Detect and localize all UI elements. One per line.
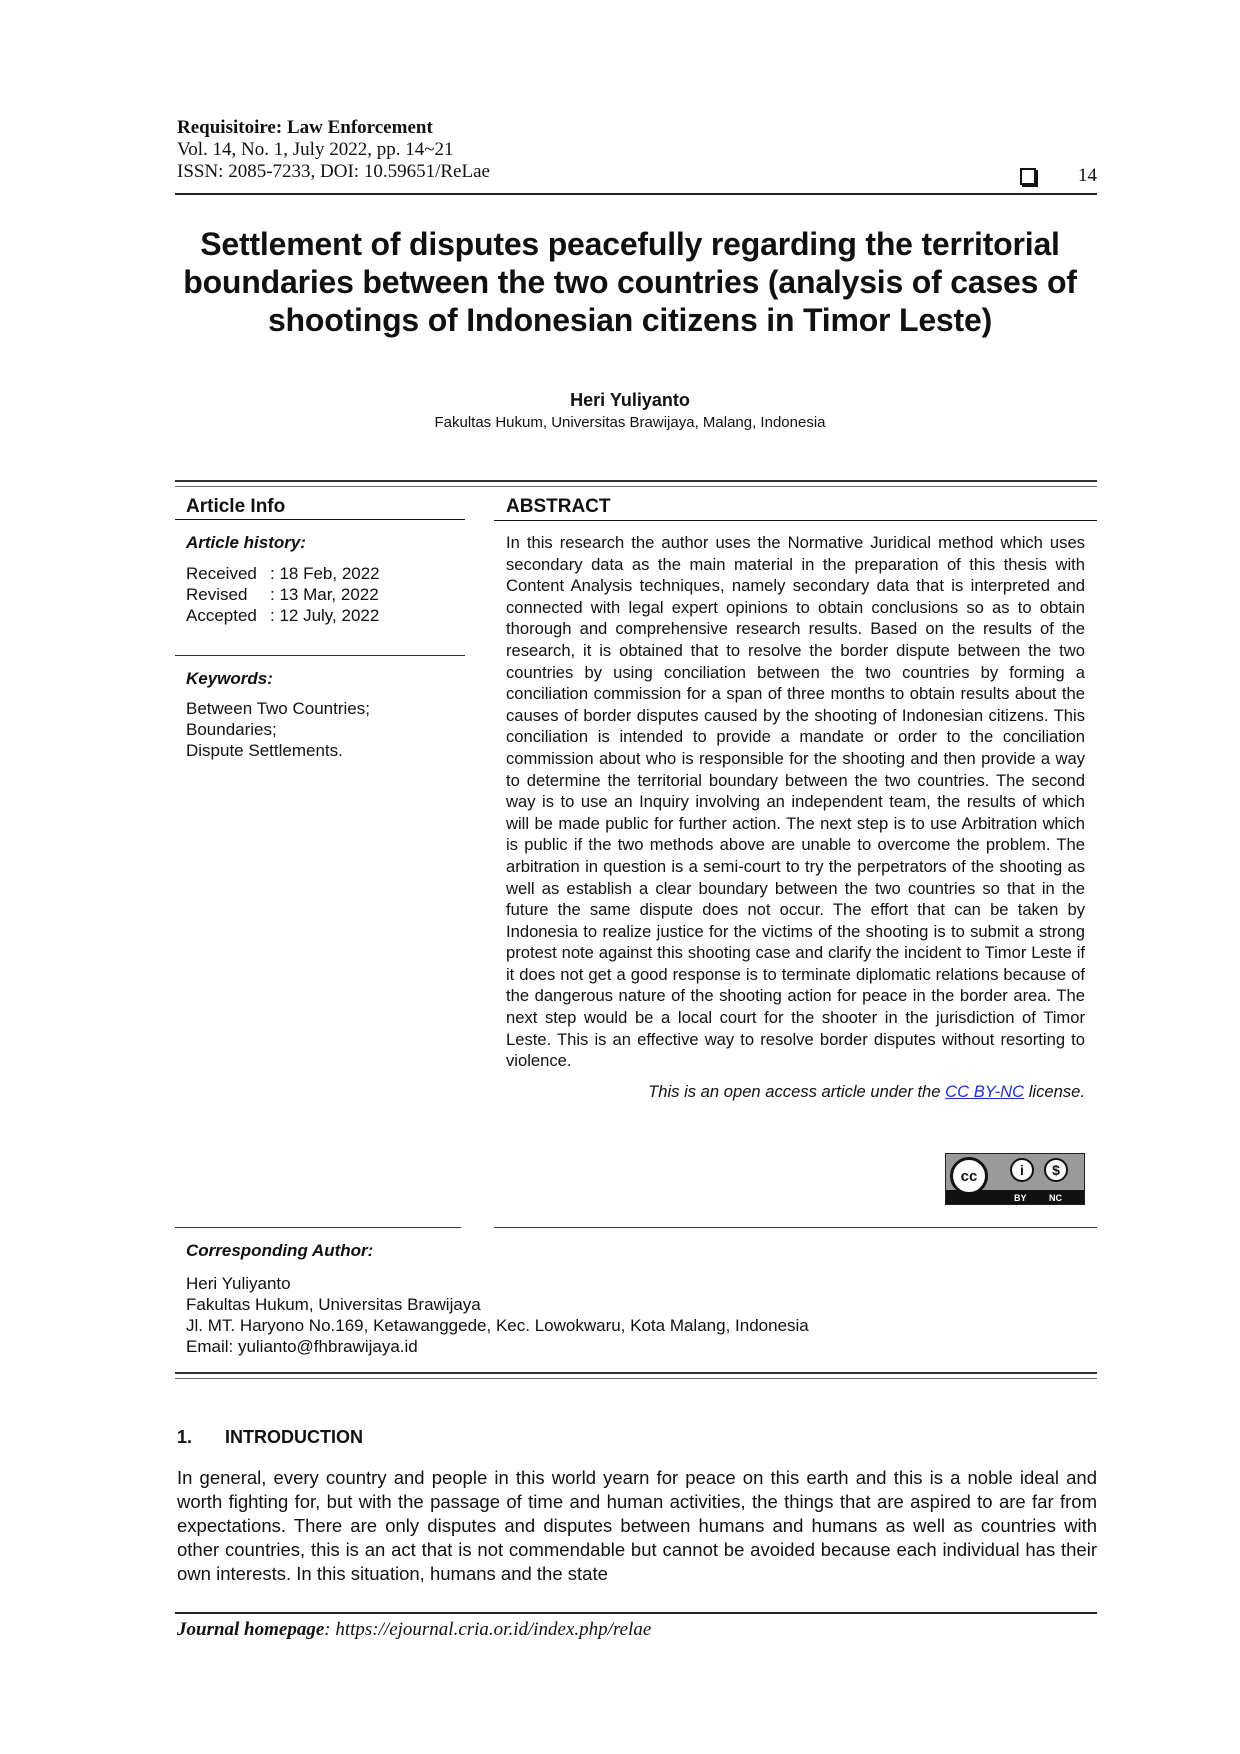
paper-title: Settlement of disputes peacefully regard…	[183, 226, 1077, 338]
corresponding-author: Corresponding Author: Heri Yuliyanto Fak…	[186, 1240, 1086, 1357]
keywords-heading: Keywords:	[186, 669, 273, 688]
divider	[494, 1227, 1097, 1228]
header-rule	[175, 193, 1097, 195]
divider	[175, 1227, 461, 1228]
introduction-paragraph: In general, every country and people in …	[177, 1467, 1097, 1584]
footer-rule	[175, 1612, 1097, 1614]
page-number: 14	[1078, 165, 1097, 186]
history-row: Accepted : 12 July, 2022	[186, 606, 380, 625]
attribution-icon: i	[1010, 1158, 1034, 1182]
corr-institution: Fakultas Hukum, Universitas Brawijaya	[186, 1295, 481, 1314]
license-link[interactable]: CC BY-NC	[945, 1081, 1025, 1101]
corr-email: Email: yulianto@fhbrawijaya.id	[186, 1337, 418, 1356]
author-name: Heri Yuliyanto	[570, 390, 690, 410]
cc-icon: cc	[950, 1157, 988, 1195]
license-statement: This is an open access article under the…	[648, 1081, 1085, 1101]
by-label: BY	[1014, 1193, 1027, 1203]
cc-by-nc-badge[interactable]: cc i $ BY NC	[945, 1153, 1085, 1205]
abstract-heading: ABSTRACT	[494, 490, 1097, 521]
journal-name: Requisitoire: Law Enforcement	[177, 117, 433, 138]
keyword: Dispute Settlements.	[186, 741, 343, 760]
double-rule	[175, 480, 1097, 487]
nc-label: NC	[1049, 1193, 1062, 1203]
issn-doi: ISSN: 2085-7233, DOI: 10.59651/ReLae	[177, 161, 490, 182]
noncommercial-icon: $	[1044, 1158, 1068, 1182]
double-rule	[175, 1372, 1097, 1379]
divider	[175, 655, 465, 656]
history-row: Revised : 13 Mar, 2022	[186, 585, 379, 604]
running-header: Requisitoire: Law Enforcement Vol. 14, N…	[177, 117, 1097, 183]
abstract-panel: ABSTRACT In this research the author use…	[494, 490, 1097, 1205]
keywords-list: Between Two Countries; Boundaries; Dispu…	[175, 689, 465, 761]
corresponding-heading: Corresponding Author:	[186, 1241, 374, 1260]
corr-address: Jl. MT. Haryono No.169, Ketawanggede, Ke…	[186, 1316, 809, 1335]
keyword: Boundaries;	[186, 720, 277, 739]
section-heading-introduction: 1.INTRODUCTION	[177, 1427, 363, 1447]
header-right: 14	[1020, 165, 1097, 187]
corr-name: Heri Yuliyanto	[186, 1274, 291, 1293]
homepage-url[interactable]: https://ejournal.cria.or.id/index.php/re…	[335, 1619, 652, 1640]
volume-info: Vol. 14, No. 1, July 2022, pp. 14~21	[177, 139, 454, 160]
square-bullet-icon	[1020, 167, 1036, 185]
article-history-heading: Article history:	[186, 533, 306, 552]
abstract-text: In this research the author uses the Nor…	[506, 533, 1085, 1071]
history-row: Received : 18 Feb, 2022	[186, 564, 380, 583]
article-history: Received : 18 Feb, 2022 Revised : 13 Mar…	[175, 553, 465, 626]
journal-homepage-footer: Journal homepage: https://ejournal.cria.…	[177, 1619, 652, 1640]
article-info-panel: Article Info Article history: Received :…	[175, 490, 465, 761]
author-affiliation: Fakultas Hukum, Universitas Brawijaya, M…	[434, 414, 826, 431]
keyword: Between Two Countries;	[186, 699, 370, 718]
article-info-heading: Article Info	[175, 490, 465, 520]
